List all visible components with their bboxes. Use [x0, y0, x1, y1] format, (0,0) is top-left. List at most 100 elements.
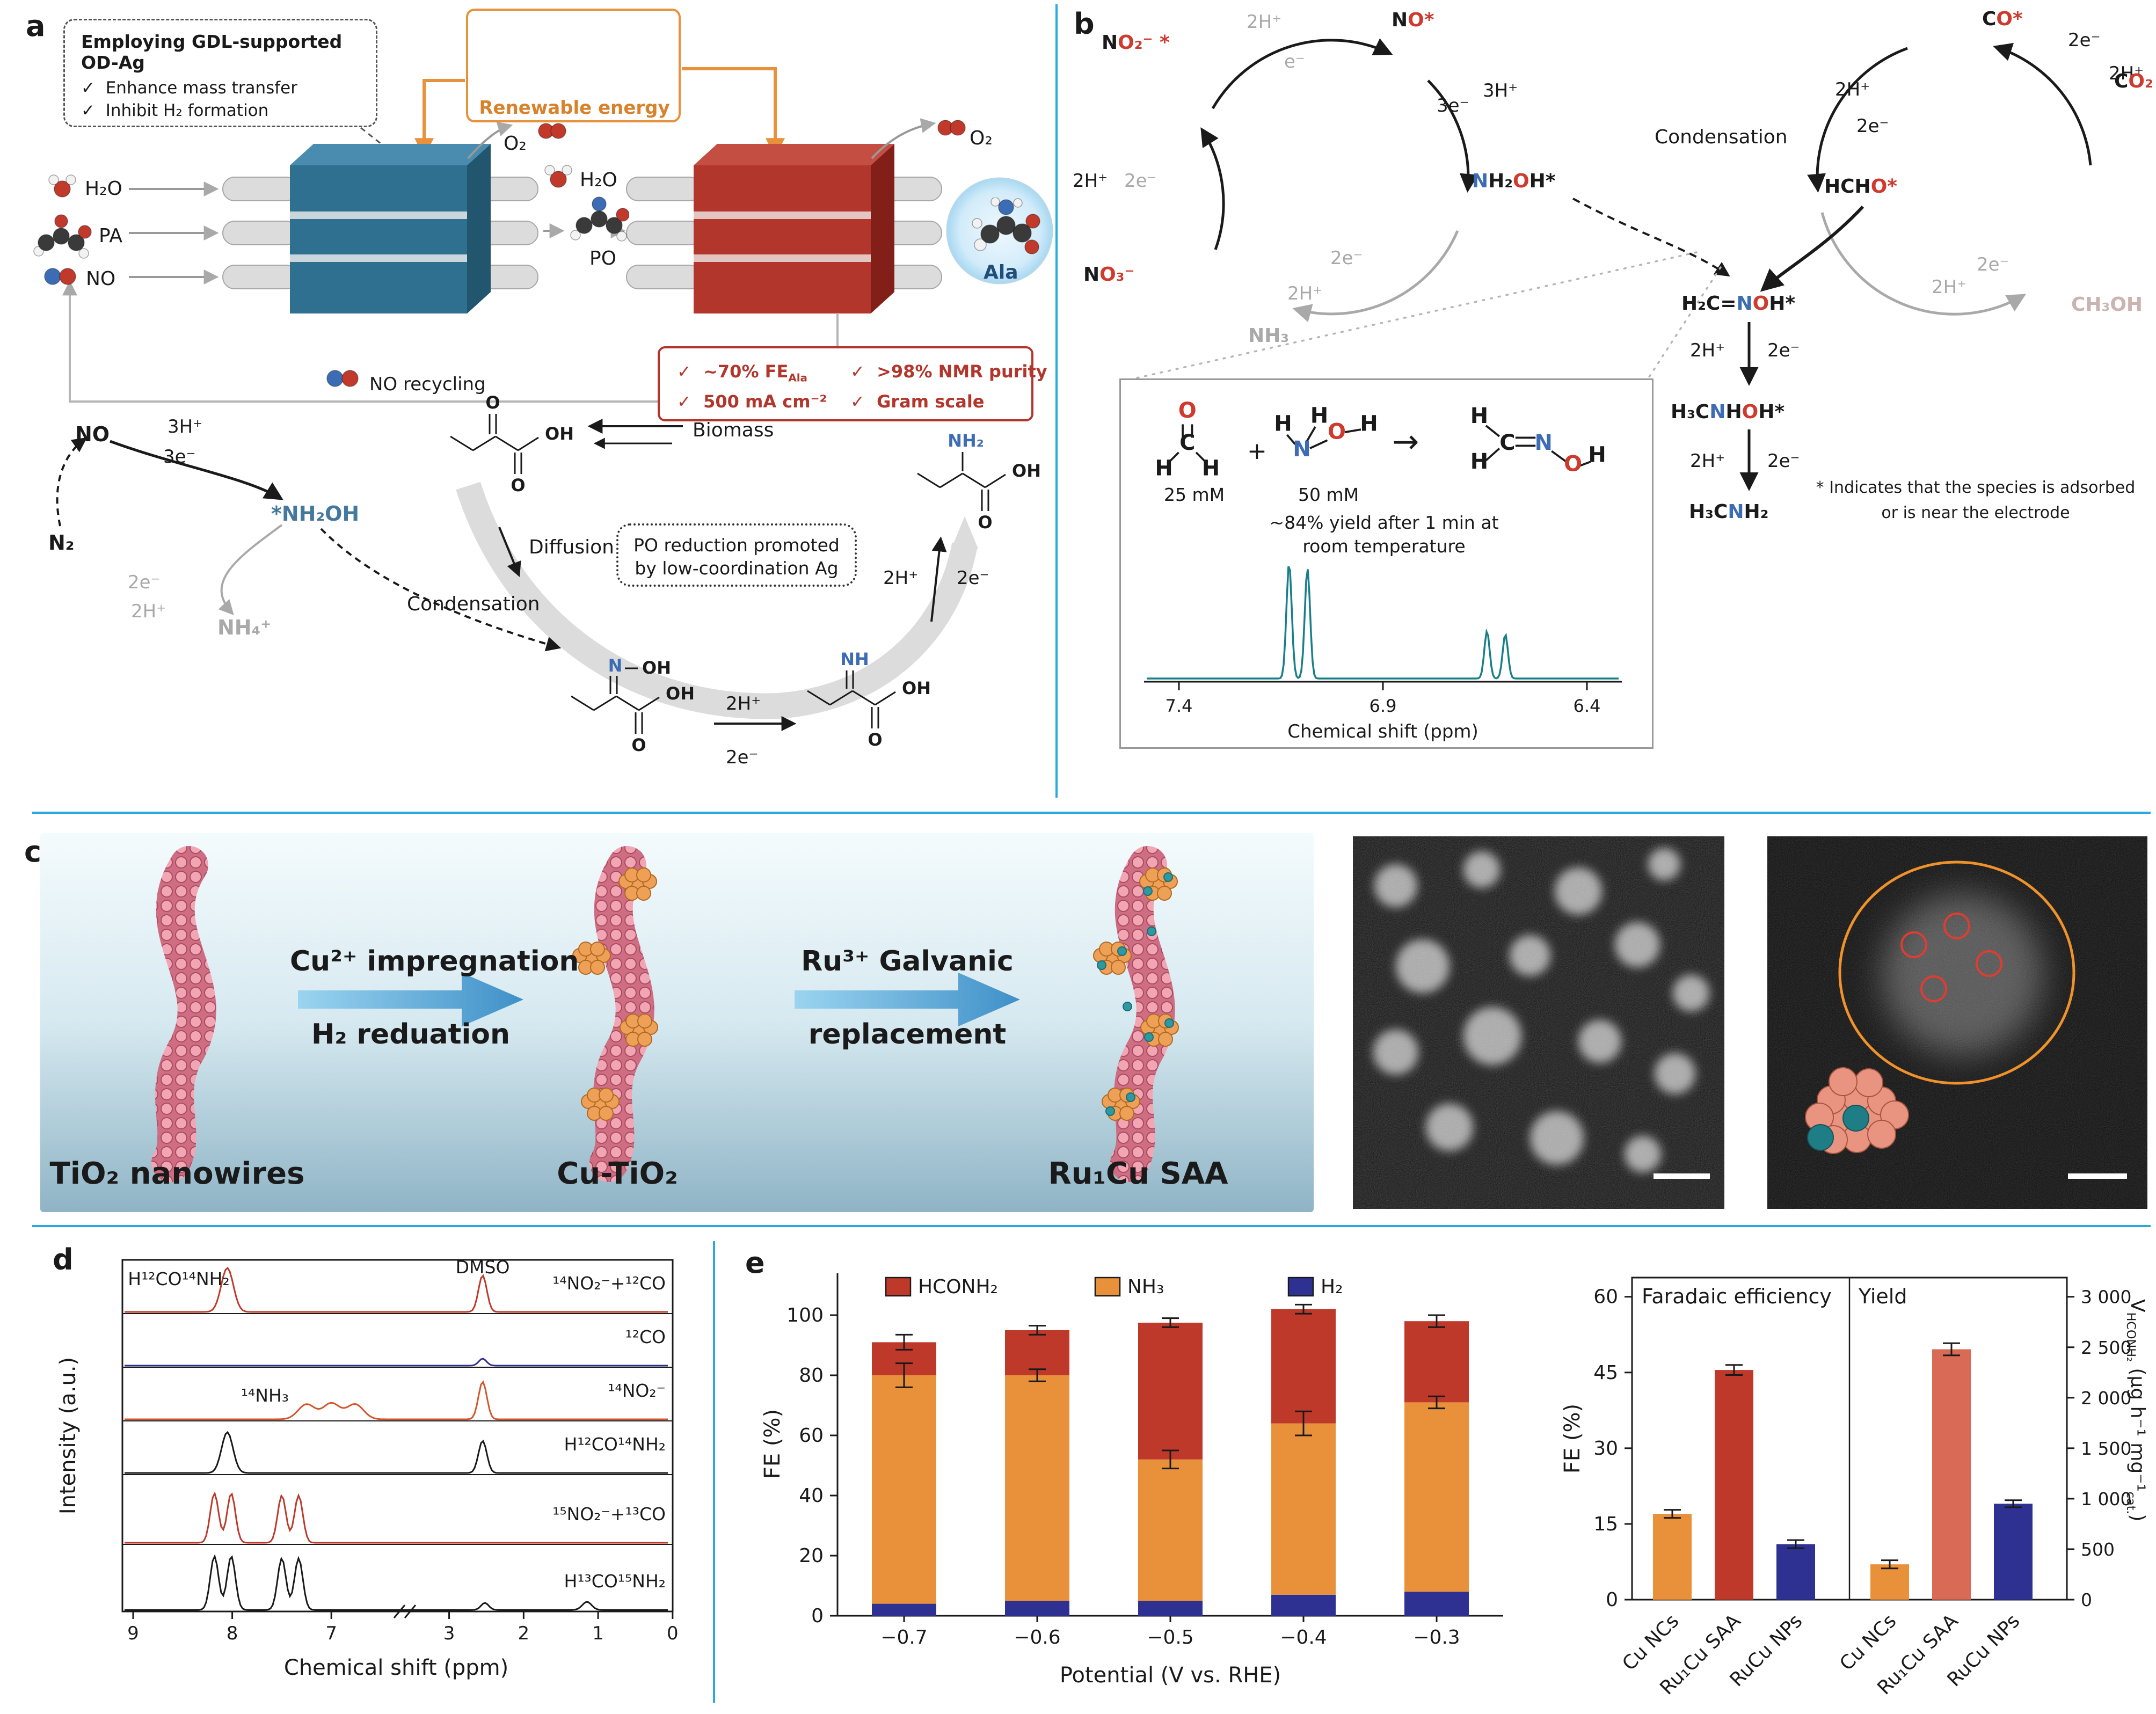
step1-line2: H₂ reduation	[311, 1018, 511, 1051]
nh2oh-adsorbed-label: NH₂OH*	[1472, 170, 1556, 192]
step2-2e-label: 2e⁻	[957, 567, 989, 589]
svg-text:NH: NH	[840, 649, 869, 669]
svg-text:N: N	[1293, 437, 1310, 462]
plus-sign: +	[1247, 437, 1267, 465]
power-arrow-left	[414, 79, 465, 158]
svg-text:H: H	[1274, 412, 1292, 436]
svg-text:0: 0	[667, 1623, 679, 1644]
svg-text:60: 60	[1593, 1286, 1618, 1308]
b-meoh-2e-label: 2e⁻	[1977, 254, 2009, 275]
b-co2-2e-label: 2e⁻	[2068, 30, 2101, 51]
o2-out-arrow-right	[871, 118, 936, 159]
process-arrow-1	[298, 973, 523, 1026]
cycle-3e-label: 3e⁻	[163, 446, 196, 468]
b-meoh-2h-label: 2H⁺	[1932, 276, 1967, 298]
po-mid-label: PO	[589, 247, 617, 269]
svg-text:0: 0	[2081, 1589, 2092, 1610]
ala-molecule	[972, 198, 1040, 254]
divider-a-b	[1055, 4, 1058, 798]
synthesis-scheme-bg	[40, 833, 1314, 1212]
process-arrow-2	[795, 973, 1020, 1026]
svg-text:C: C	[1179, 431, 1195, 455]
step2-line1: Ru³⁺ Galvanic	[801, 945, 1014, 978]
svg-text:OH: OH	[642, 658, 671, 678]
caption-ru1cu: Ru₁Cu SAA	[1048, 1156, 1228, 1191]
diffusion-label: Diffusion	[529, 536, 614, 558]
po-reduction-note: PO reduction promoted by low-coordinatio…	[616, 523, 857, 587]
cycle-nh2oh-label: *NH₂OH	[271, 502, 360, 526]
svg-text:1 500: 1 500	[2081, 1438, 2131, 1459]
metric-fe: ✓ ~70% FEAla	[677, 361, 807, 384]
check-icon: ✓	[81, 101, 95, 120]
od-ag-callout: Employing GDL-supported OD-Ag ✓ Enhance …	[63, 19, 377, 127]
svg-text:0: 0	[811, 1605, 824, 1627]
reaction-band	[456, 482, 978, 719]
svg-text:Yield: Yield	[1858, 1285, 1907, 1308]
svg-text:Faradaic efficiency: Faradaic efficiency	[1642, 1285, 1832, 1308]
svg-text:¹²CO: ¹²CO	[625, 1326, 666, 1347]
metric-fe-value: ~70% FEAla	[703, 361, 807, 384]
cycle-no-label: NO	[75, 422, 110, 446]
svg-text:H: H	[1588, 442, 1605, 467]
divider-top-c	[32, 812, 2151, 814]
svg-text:7.4: 7.4	[1166, 696, 1193, 716]
svg-text:0: 0	[1606, 1589, 1618, 1611]
h2o-molecule-mid	[544, 165, 572, 188]
svg-text:1 000: 1 000	[2081, 1489, 2131, 1509]
scale-bar-2	[2068, 1173, 2127, 1179]
svg-text:60: 60	[799, 1425, 824, 1447]
particle-outline-circle	[1838, 860, 2075, 1085]
step1-2h-label: 2H⁺	[726, 693, 761, 714]
panel-b-label: b	[1074, 7, 1095, 41]
renewable-energy-label: Renewable energy	[479, 97, 670, 119]
svg-text:9: 9	[127, 1623, 139, 1644]
svg-text:OH: OH	[666, 683, 695, 704]
no-molecule	[44, 268, 76, 285]
svg-text:FE (%): FE (%)	[760, 1409, 785, 1479]
svg-text:H: H	[1470, 449, 1488, 474]
svg-text:7: 7	[325, 1623, 337, 1644]
panel-a-label: a	[26, 9, 46, 43]
svg-text:45: 45	[1593, 1362, 1618, 1384]
o2-right-label: O₂	[970, 127, 993, 149]
electrolyzer-blue	[222, 144, 538, 313]
svg-text:2 000: 2 000	[2081, 1388, 2131, 1409]
conc-25mm-label: 25 mM	[1164, 484, 1225, 505]
divider-c-bottom	[32, 1225, 2151, 1227]
svg-text:H¹²CO¹⁴NH₂: H¹²CO¹⁴NH₂	[564, 1434, 666, 1455]
svg-text:OH: OH	[545, 424, 574, 444]
h3cnhoh-label: H₃CNHOH*	[1671, 401, 1785, 423]
b-gray-2h-label: 2H⁺	[1287, 283, 1323, 304]
svg-text:C: C	[1499, 431, 1515, 455]
step2-line2: replacement	[808, 1018, 1007, 1051]
condensation-label-a: Condensation	[407, 593, 540, 615]
yield-note-line2: room temperature	[1302, 536, 1466, 557]
svg-text:20: 20	[799, 1545, 824, 1567]
metric-current: ✓ 500 mA cm⁻²	[677, 391, 827, 412]
inset-callout-lines	[1126, 251, 1722, 381]
yield-note-line1: ~84% yield after 1 min at	[1269, 512, 1499, 533]
condensation-arrows	[1572, 198, 1864, 491]
no3-label: NO₃⁻	[1083, 264, 1135, 286]
svg-text:−0.4: −0.4	[1280, 1627, 1327, 1649]
svg-text:O: O	[485, 392, 500, 413]
nitrogen-cycle-arcs	[1200, 38, 1478, 323]
tio2-nanowire	[151, 846, 216, 1182]
b-gray-2e-label: 2e⁻	[1330, 247, 1363, 269]
co2-label: CO₂	[2114, 70, 2153, 92]
svg-text:O: O	[868, 730, 882, 750]
callout-item: ✓ Inhibit H₂ formation	[81, 101, 269, 120]
svg-text:Intensity (a.u.): Intensity (a.u.)	[56, 1357, 81, 1514]
svg-text:80: 80	[799, 1365, 824, 1387]
no2-adsorbed-label: NO₂⁻ *	[1102, 32, 1170, 54]
b-e-label: e⁻	[1284, 51, 1305, 72]
cluster-model-inset	[1805, 1067, 1909, 1154]
nh3-label: NH₃	[1248, 325, 1290, 347]
